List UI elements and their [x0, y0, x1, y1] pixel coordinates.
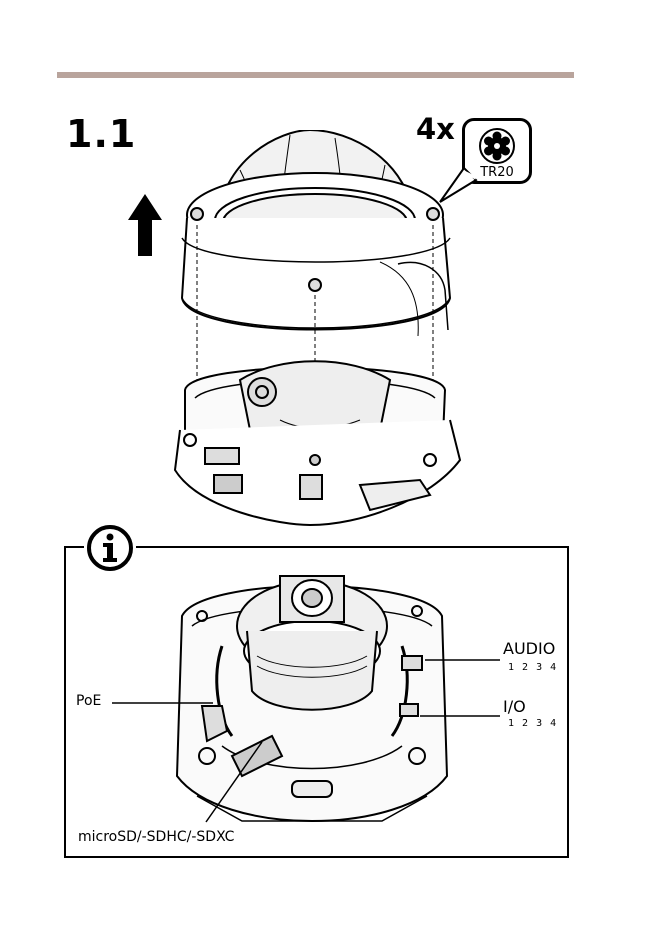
- audio-pin-numbers: 1 2 3 4: [508, 662, 557, 673]
- sd-card-slot-label: microSD/-SDHC/-SDXC: [78, 829, 234, 845]
- io-pin-numbers: 1 2 3 4: [508, 718, 557, 729]
- io-connector-label: I/O: [503, 697, 526, 716]
- audio-connector-label: AUDIO: [503, 639, 555, 658]
- poe-connector-label: PoE: [76, 693, 101, 709]
